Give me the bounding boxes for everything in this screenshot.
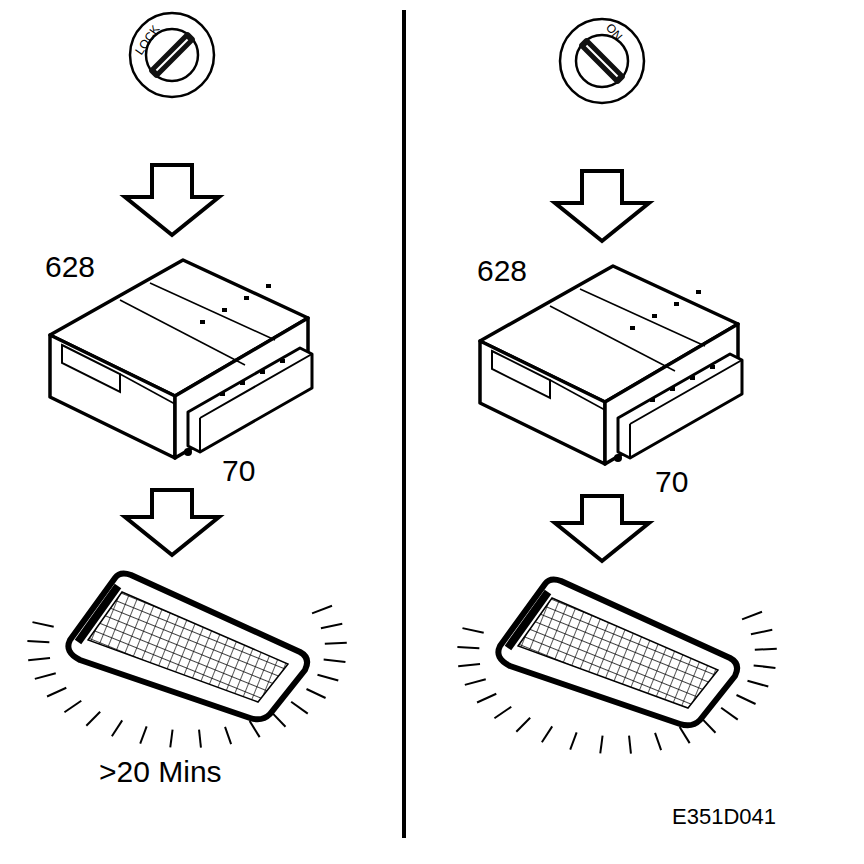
lamp-housing (68, 574, 307, 720)
flow-arrow (555, 496, 649, 561)
module-detail (690, 376, 695, 380)
key-slot (578, 37, 626, 85)
key-slot-highlight (586, 45, 617, 76)
module-detail (674, 302, 679, 306)
module-detail (670, 387, 675, 391)
ignition-switch (130, 13, 214, 97)
light-ray (465, 679, 486, 685)
figure-code: E351D041 (672, 806, 776, 828)
module-detail (200, 320, 205, 324)
lamp-lens (88, 592, 288, 702)
light-ray (312, 606, 332, 614)
light-ray (494, 707, 511, 719)
panel (27, 13, 346, 748)
light-ray (32, 622, 53, 627)
callout-number: 628 (45, 252, 95, 282)
callout-number: 70 (222, 456, 255, 486)
light-ray (64, 701, 81, 713)
interior-lamp (457, 580, 776, 754)
light-ray (755, 648, 777, 651)
light-ray (325, 642, 347, 645)
light-ray (170, 730, 172, 748)
module-detail (696, 290, 701, 294)
module-detail (244, 296, 249, 300)
lamp-rim (78, 586, 118, 642)
callout-number: 628 (477, 256, 527, 286)
module-detail (710, 365, 715, 369)
light-ray (680, 727, 690, 743)
ignition-switch (560, 19, 644, 103)
light-ray (600, 736, 602, 754)
callout-number: 70 (655, 467, 688, 497)
light-ray (140, 726, 146, 743)
interior-lamp (27, 574, 346, 748)
flow-arrow (125, 490, 219, 555)
light-ray (317, 675, 338, 681)
light-ray (112, 720, 122, 736)
light-ray (321, 624, 342, 628)
light-ray (250, 721, 260, 737)
light-ray (570, 732, 576, 749)
light-ray (516, 718, 530, 732)
module-detail (652, 314, 657, 318)
panel (457, 19, 776, 754)
light-ray (655, 733, 661, 750)
connector-pin (614, 454, 622, 462)
flow-arrow (555, 171, 649, 241)
light-ray (747, 681, 768, 687)
lamp-lens (518, 598, 718, 708)
light-ray (291, 702, 308, 714)
light-ray (754, 665, 776, 668)
light-ray (742, 612, 762, 620)
module-detail (266, 284, 271, 288)
light-ray (458, 664, 480, 666)
module-detail (280, 359, 285, 363)
harness-connector (618, 354, 742, 458)
module-detail (220, 392, 225, 396)
connector-pin (184, 448, 192, 456)
module-detail (222, 308, 227, 312)
control-module (480, 266, 742, 464)
key-slot-highlight (156, 39, 187, 70)
light-ray (27, 641, 49, 642)
light-ray (702, 719, 716, 733)
module-detail (260, 370, 265, 374)
light-ray (629, 736, 631, 754)
module-detail (240, 381, 245, 385)
light-ray (542, 726, 552, 742)
light-ray (199, 730, 201, 748)
light-ray (225, 727, 231, 744)
control-module (50, 260, 312, 458)
harness-connector (188, 348, 312, 452)
lamp-housing (498, 580, 737, 726)
key-barrel (576, 35, 628, 87)
light-ray (737, 695, 756, 704)
light-ray (86, 712, 100, 726)
light-ray (35, 673, 56, 679)
light-ray (477, 694, 496, 703)
light-ray (324, 659, 346, 662)
divider-line (402, 10, 406, 838)
lamp-rim (508, 592, 548, 648)
light-ray (307, 689, 326, 698)
module-detail (650, 398, 655, 402)
flow-arrow (125, 165, 219, 235)
light-ray (721, 708, 738, 720)
time-note: >20 Mins (99, 757, 222, 787)
module-detail (630, 326, 635, 330)
light-ray (28, 658, 50, 660)
light-ray (47, 688, 66, 697)
light-ray (457, 647, 479, 648)
light-ray (272, 713, 286, 727)
light-ray (751, 630, 772, 634)
light-ray (462, 628, 483, 633)
